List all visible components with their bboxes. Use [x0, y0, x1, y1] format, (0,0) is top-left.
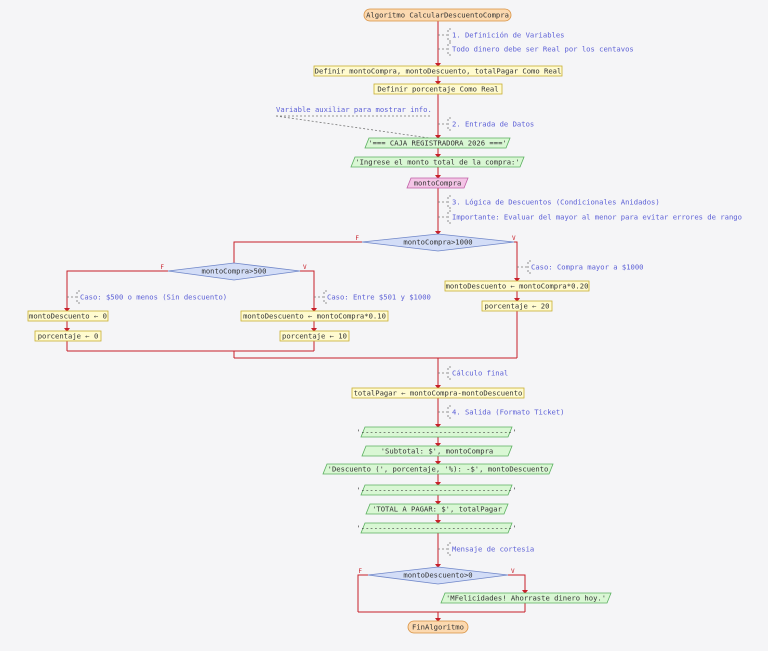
svg-text:'=== CAJA REGISTRADORA 2026 ==: '=== CAJA REGISTRADORA 2026 ===': [368, 139, 506, 148]
output-out1: '=== CAJA REGISTRADORA 2026 ===': [364, 137, 511, 149]
svg-text:Definir porcentaje Como Real: Definir porcentaje Como Real: [377, 85, 498, 94]
process-def2: Definir porcentaje Como Real: [373, 83, 503, 95]
output-out2: 'Ingrese el monto total de la compra:': [350, 156, 525, 168]
output-out7: 'TOTAL A PAGAR: $', totalPagar: [365, 503, 509, 515]
output-out5: 'Descuento (', porcentaje, '%): -$', mon…: [322, 463, 554, 475]
decision-d1: montoCompra>1000 F V: [355, 233, 516, 252]
svg-text:Definir montoCompra, montoDesc: Definir montoCompra, montoDescuento, tot…: [315, 67, 562, 76]
branch-false-label: F: [355, 235, 359, 242]
output-out9: 'MFelicidades! Ahorraste dinero hoy.': [440, 592, 612, 604]
process-def1: Definir montoCompra, montoDescuento, tot…: [313, 65, 563, 77]
start-label: Algoritmo CalcularDescuentoCompra: [366, 11, 509, 20]
branch-false-label: F: [358, 568, 362, 575]
svg-text:porcentaje ← 20: porcentaje ← 20: [485, 302, 550, 311]
branch-true-label: V: [511, 568, 515, 575]
comment-c3: Variable auxiliar para mostrar info.: [276, 105, 432, 114]
process-asg5: montoDescuento ← montoCompra*0.10: [240, 310, 389, 322]
input-read1: montoCompra: [406, 177, 469, 189]
comment-c9: Caso: Entre $501 y $1000: [327, 293, 431, 302]
svg-text:'-----------------------------: '-----------------------------------': [356, 486, 516, 495]
comment-c8: Caso: $500 o menos (Sin descuento): [80, 293, 227, 302]
output-out8: '-----------------------------------': [356, 522, 517, 534]
comment-connectors: [67, 28, 531, 556]
svg-text:'Subtotal: $', montoC: 'Subtotal: $', montoCompra: [381, 447, 494, 456]
comments: 1. Definición de Variables Todo dinero d…: [80, 31, 742, 554]
comment-c4: 2. Entrada de Datos: [452, 120, 534, 129]
comment-c6: Importante: Evaluar del mayor al menor p…: [452, 213, 742, 222]
svg-text:porcentaje ← 0: porcentaje ← 0: [38, 332, 99, 341]
comment-c7: Caso: Compra mayor a $1000: [531, 263, 644, 272]
svg-text:porcentaje ← 10: porcentaje ← 10: [282, 332, 347, 341]
process-asg4: porcentaje ← 0: [34, 330, 102, 342]
svg-text:montoDescuento ← montoCompra*0: montoDescuento ← montoCompra*0.10: [243, 312, 386, 321]
comment-c5: 3. Lógica de Descuentos (Condicionales A…: [452, 198, 660, 207]
output-out4: 'Subtotal: $', montoCompra: [361, 445, 513, 457]
svg-text:'-----------------------------: '-----------------------------------': [356, 428, 516, 437]
svg-text:montoCompra>500: montoCompra>500: [202, 267, 267, 276]
comment-c10: Cálculo final: [452, 369, 508, 378]
svg-text:'Descuento (', porcentaje, '%): 'Descuento (', porcentaje, '%): -$', mon…: [328, 465, 549, 474]
process-asg3: montoDescuento ← 0: [27, 310, 109, 322]
branch-true-label: V: [512, 235, 516, 242]
svg-text:'Ingrese el monto total de la: 'Ingrese el monto total de la compra:': [355, 158, 519, 167]
comment-c11: 4. Salida (Formato Ticket): [452, 408, 565, 417]
output-out6: '-----------------------------------': [356, 484, 517, 496]
comment-c1: 1. Definición de Variables: [452, 31, 565, 40]
branch-true-label: V: [303, 264, 307, 271]
comment-c12: Mensaje de cortesia: [452, 545, 534, 554]
process-asg6: porcentaje ← 10: [279, 330, 350, 342]
svg-text:montoCompra: montoCompra: [414, 179, 462, 188]
svg-text:'MFelicidades! Ahorraste diner: 'MFelicidades! Ahorraste dinero hoy.': [446, 594, 606, 603]
svg-text:montoCompra>1000: montoCompra>1000: [403, 238, 472, 247]
process-asg7: totalPagar ← montoCompra-montoDescuento: [351, 387, 525, 399]
svg-text:totalPagar ← montoCompra-monto: totalPagar ← montoCompra-montoDescuento: [354, 389, 523, 398]
svg-text:montoDescuento>0: montoDescuento>0: [403, 571, 472, 580]
output-out3: '-----------------------------------': [356, 426, 517, 438]
process-asg1: montoDescuento ← montoCompra*0.20: [444, 280, 590, 292]
end-label: FinAlgoritmo: [412, 623, 464, 632]
decision-d3: montoDescuento>0 F V: [358, 566, 515, 585]
svg-text:'TOTAL A PAGAR: $', totalPag: 'TOTAL A PAGAR: $', totalPagar: [372, 505, 502, 514]
process-asg2: porcentaje ← 20: [481, 300, 553, 312]
svg-text:montoDescuento ← 0: montoDescuento ← 0: [29, 312, 107, 321]
branch-false-label: F: [160, 264, 164, 271]
decision-d2: montoCompra>500 F V: [160, 262, 307, 281]
start-terminal: Algoritmo CalcularDescuentoCompra: [363, 8, 512, 22]
comment-c2: Todo dinero debe ser Real por los centav…: [452, 45, 634, 54]
end-terminal: FinAlgoritmo: [407, 620, 469, 634]
svg-text:montoDescuento ← montoCompra*0: montoDescuento ← montoCompra*0.20: [446, 282, 589, 291]
svg-text:'-----------------------------: '-----------------------------------': [356, 524, 516, 533]
